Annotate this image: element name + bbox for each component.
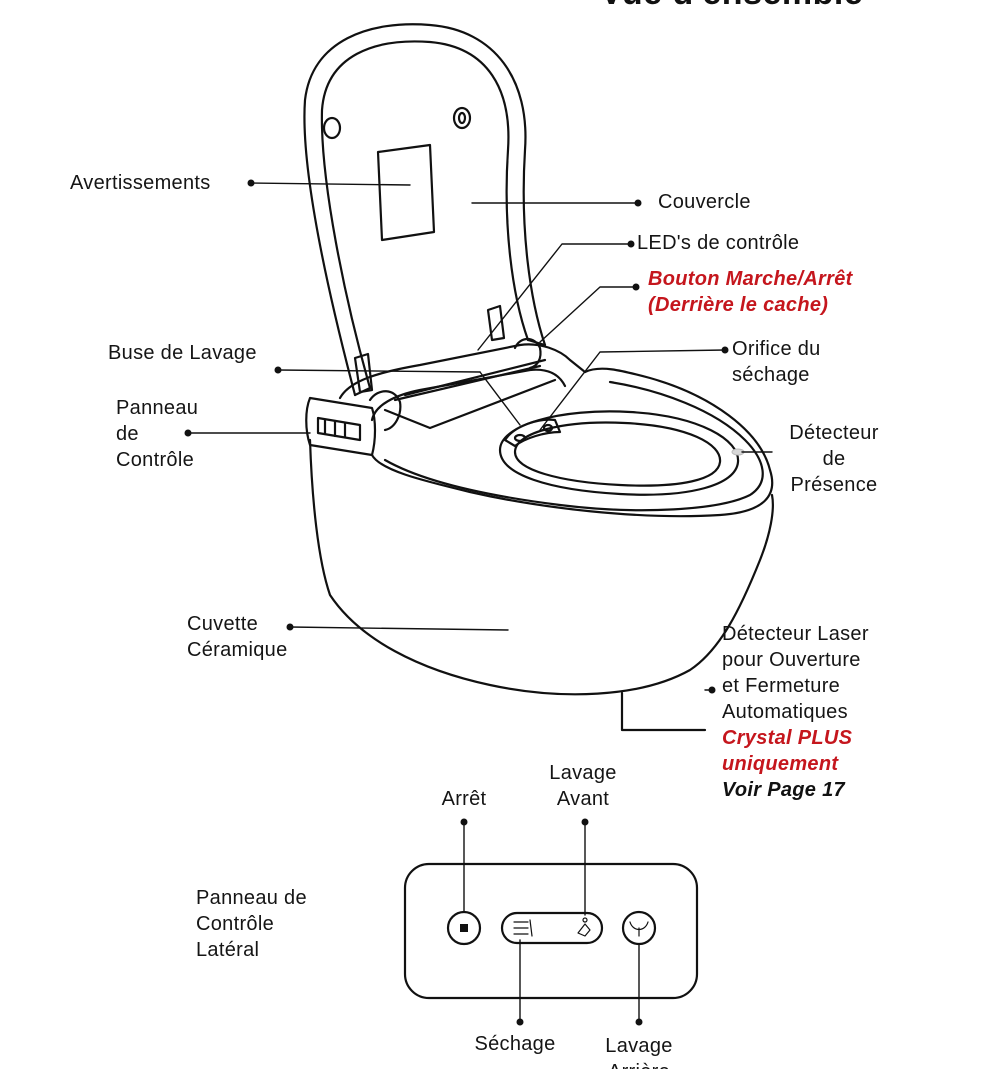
lid-shape — [303, 23, 547, 397]
label-detecteur-laser: Détecteur Laser pour Ouverture et Fermet… — [722, 621, 869, 803]
ceramic-bowl — [308, 438, 774, 732]
label-avertissements: Avertissements — [70, 172, 211, 194]
label-detecteur-presence: Détecteur de Présence — [778, 420, 890, 498]
side-control-panel-drawing — [403, 821, 699, 1023]
label-lavage-avant-line2: Avant — [556, 788, 610, 810]
label-laser-line4: Automatiques — [722, 701, 848, 723]
label-detecteur-line1: Détecteur — [789, 422, 879, 444]
leader-dots — [184, 179, 729, 694]
label-buse-lavage: Buse de Lavage — [108, 342, 257, 364]
label-lavage-arriere-line2: Arrière — [589, 1059, 689, 1069]
label-laser-line3: et Fermeture — [722, 675, 841, 697]
label-panneau-lateral-line1: Panneau de — [196, 887, 307, 909]
label-couvercle: Couvercle — [658, 191, 751, 213]
label-panneau-lateral-line3: Latéral — [196, 939, 260, 961]
label-orifice-line2: séchage — [732, 364, 810, 386]
label-panneau-lateral: Panneau de Contrôle Latéral — [196, 885, 307, 963]
label-laser-line6: uniquement — [722, 753, 839, 775]
label-laser-line1: Détecteur Laser — [722, 623, 869, 645]
seat-unit — [305, 337, 587, 457]
label-panneau-controle: Panneau de Contrôle — [116, 395, 198, 473]
seat-ring — [370, 367, 774, 518]
label-lavage-arriere-line1: Lavage — [605, 1035, 673, 1057]
label-panneau-line3: Contrôle — [116, 449, 194, 471]
label-bouton-line1: Bouton Marche/Arrêt — [648, 268, 853, 290]
label-detecteur-line2: de — [822, 448, 846, 470]
label-lavage-avant: Lavage Avant — [533, 760, 633, 812]
label-laser-line2: pour Ouverture — [722, 649, 861, 671]
label-orifice-line1: Orifice du — [732, 338, 821, 360]
label-cuvette-line1: Cuvette — [187, 613, 259, 635]
label-orifice-sechage: Orifice du séchage — [732, 336, 821, 388]
label-lavage-avant-line1: Lavage — [549, 762, 617, 784]
label-bouton-line2: (Derrière le cache) — [648, 294, 829, 316]
panel-leader-dots — [460, 818, 643, 1026]
label-detecteur-line3: Présence — [790, 474, 878, 496]
label-arret: Arrêt — [441, 788, 487, 810]
label-panneau-line1: Panneau — [116, 397, 199, 419]
label-sechage: Séchage — [474, 1033, 556, 1055]
page-title: Vue d'ensemble — [600, 0, 863, 13]
label-laser-line5: Crystal PLUS — [722, 727, 853, 749]
label-leds: LED's de contrôle — [637, 232, 800, 254]
label-panneau-line2: de — [116, 423, 139, 445]
label-bouton-marche-arret: Bouton Marche/Arrêt (Derrière le cache) — [648, 266, 853, 318]
label-panneau-lateral-line2: Contrôle — [196, 913, 274, 935]
label-lavage-arriere: Lavage Arrière — [589, 1033, 689, 1069]
label-cuvette-ceramique: Cuvette Céramique — [187, 611, 288, 663]
label-cuvette-line2: Céramique — [187, 639, 288, 661]
label-laser-line7: Voir Page 17 — [722, 779, 845, 801]
